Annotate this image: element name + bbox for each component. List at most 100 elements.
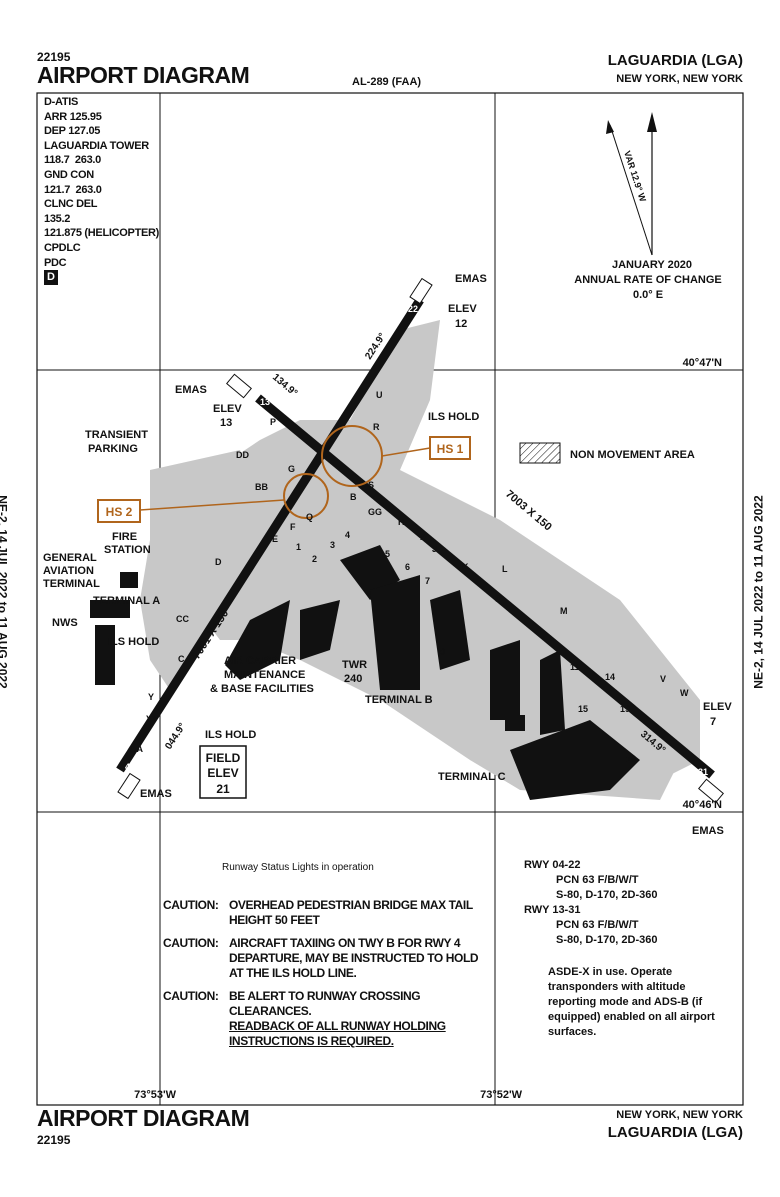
freq-tower-label: LAGUARDIA TOWER: [44, 139, 149, 152]
terminal-b-pier: [430, 590, 470, 670]
rate-of-change-label: ANNUAL RATE OF CHANGE: [574, 274, 721, 286]
emas-label-22: EMAS: [455, 273, 487, 285]
transient-parking-label-1: TRANSIENT: [85, 429, 148, 441]
freq-datis: D-ATIS: [44, 96, 79, 108]
twy-label: AA: [130, 744, 143, 754]
elev-value-13: 13: [220, 417, 232, 429]
field-elev-value: 21: [216, 782, 230, 796]
buildings: [90, 545, 640, 800]
terminal-c: [510, 720, 640, 800]
freq-pdc: PDC: [44, 256, 67, 269]
hotspot-hs1-box: [429, 436, 471, 460]
tower-elev: 240: [344, 673, 362, 685]
hotspot-hs1-label: HS 1: [437, 442, 464, 456]
ils-hold-label-b: ILS HOLD: [205, 729, 256, 741]
caution-label: CAUTION:: [163, 989, 219, 1003]
caution-label: CAUTION:: [163, 936, 219, 950]
twy-label: E: [272, 534, 278, 544]
ga-terminal-label-1: GENERAL: [43, 552, 97, 564]
terminal-c-label: TERMINAL C: [438, 771, 506, 783]
caution-3a: BE ALERT TO RUNWAY CROSSING CLEARANCES.: [229, 989, 421, 1018]
hdg-134: 134.9°: [270, 372, 299, 399]
magnetic-variation: VAR 12.9° W: [622, 150, 648, 204]
twy-label: S: [368, 480, 374, 490]
freq-heli: 121.875 (HELICOPTER): [44, 227, 160, 240]
acm-label-3: & BASE FACILITIES: [210, 683, 314, 695]
runway-13-31: [255, 394, 715, 779]
pcn-rwy2-pcn: PCN 63 F/B/W/T: [556, 919, 639, 931]
twy-label: 15: [578, 704, 588, 714]
lon-right-label: 73°52'W: [480, 1089, 522, 1101]
magnetic-date: JANUARY 2020: [612, 259, 692, 271]
hotspot-hs2-circle: [283, 473, 329, 519]
twy-label: 8: [495, 594, 500, 604]
hotspot-hs2-label: HS 2: [106, 505, 133, 519]
hotspot-hs2-box: [97, 499, 141, 523]
pcn-info: RWY 04-22 PCN 63 F/B/W/T S-80, D-170, 2D…: [524, 858, 658, 948]
terminal-c-pier-1: [490, 640, 520, 720]
twy-label: 3: [330, 540, 335, 550]
twy-label: Q: [306, 512, 313, 522]
chart-number: 22195: [37, 50, 71, 64]
twy-label: 5: [385, 549, 390, 559]
nws-building: [95, 625, 115, 685]
freq-clnc-label: CLNC DEL: [44, 198, 98, 211]
lat-top-label: 40°47'N: [683, 357, 722, 369]
field-elev-label-2: ELEV: [207, 766, 238, 780]
elev-value-31: 7: [710, 716, 716, 728]
terminal-b-label: TERMINAL B: [365, 694, 433, 706]
emas-label-4: EMAS: [140, 788, 172, 800]
footer-airport: LAGUARDIA (LGA): [607, 1124, 743, 1141]
rwy-4-number: 4: [125, 762, 130, 772]
field-elev-label-1: FIELD: [206, 751, 241, 765]
maintenance-building: [225, 600, 290, 680]
magnetic-north-line: [609, 124, 653, 256]
twy-label: YY: [146, 714, 158, 724]
twy-label: 11: [570, 662, 580, 672]
fire-station-label-1: FIRE: [112, 531, 137, 543]
freq-arr: ARR 125.95: [44, 110, 102, 123]
terminal-b-building: [370, 575, 420, 690]
magnetic-north-arrow-icon: [606, 120, 614, 134]
twy-label: D: [215, 557, 222, 567]
lon-left-label: 73°53'W: [134, 1089, 176, 1101]
twy-label: Y: [148, 692, 154, 702]
twy-label: J: [432, 544, 437, 554]
twy-label: 16: [626, 754, 636, 764]
twy-label: U: [376, 390, 383, 400]
rate-of-change-value: 0.0° E: [633, 289, 663, 301]
rwy-31-number: 31: [698, 767, 708, 777]
terminal-c-annex: [505, 715, 525, 731]
field-elev-box: [199, 745, 247, 799]
twy-label: R: [373, 422, 380, 432]
twy-label: C: [178, 654, 185, 664]
ga-terminal: [90, 600, 130, 618]
emas-rwy-4: [117, 772, 141, 800]
twy-label: A: [420, 532, 427, 542]
lat-bottom-label: 40°46'N: [683, 799, 722, 811]
chart-title: AIRPORT DIAGRAM: [37, 62, 250, 88]
pcn-rwy2-weights: S-80, D-170, 2D-360: [556, 934, 658, 946]
d-box-icon: D: [44, 270, 58, 285]
transient-parking-label-2: PARKING: [88, 443, 138, 455]
asde-note: ASDE-X in use. Operate transponders with…: [548, 966, 715, 1038]
elev-label-22: ELEV: [448, 303, 477, 315]
acm-label-2: MAINTENANCE: [224, 669, 305, 681]
emas-rwy-22: [409, 277, 433, 305]
footer-chart-number: 22195: [37, 1133, 71, 1147]
twy-label: M: [560, 606, 568, 616]
nws-label: NWS: [52, 617, 78, 629]
caution-label: CAUTION:: [163, 898, 219, 912]
pcn-rwy1-pcn: PCN 63 F/B/W/T: [556, 874, 639, 886]
twy-label: W: [680, 688, 689, 698]
ga-terminal-label-3: TERMINAL: [43, 578, 100, 590]
taxiway-pavement: [140, 320, 700, 800]
emas-rwy-13: [226, 373, 252, 399]
pcn-rwy1-weights: S-80, D-170, 2D-360: [556, 889, 658, 901]
terminal-a-label: TERMINAL A: [93, 595, 160, 607]
twy-label: G: [288, 464, 295, 474]
caution-2: AIRCRAFT TAXIING ON TWY B FOR RWY 4 DEPA…: [229, 936, 479, 980]
twy-label: 7: [425, 576, 430, 586]
footer-city: NEW YORK, NEW YORK: [616, 1109, 743, 1121]
